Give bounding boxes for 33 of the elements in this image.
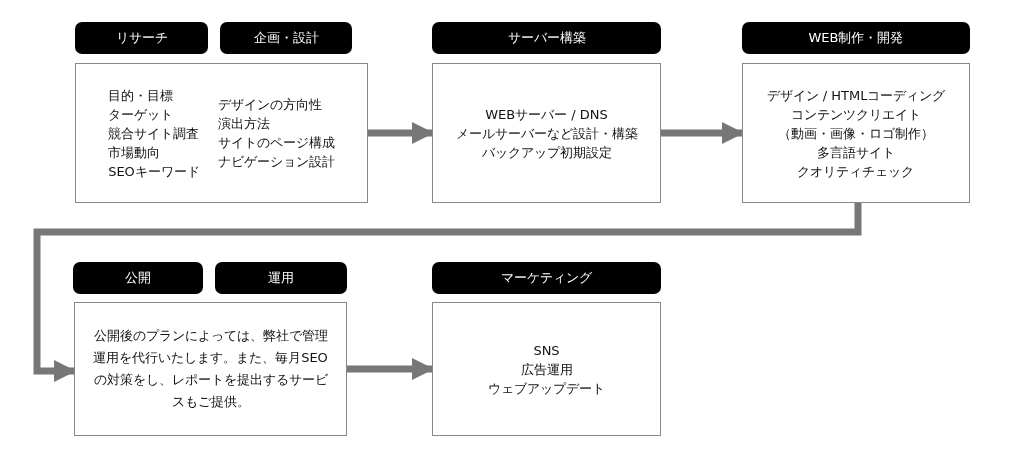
step-heading: マーケティング <box>432 262 661 294</box>
process-box <box>74 302 347 436</box>
step-heading: 運用 <box>215 262 347 294</box>
list-item: 広告運用 <box>520 360 573 379</box>
list-item: 目的・目標 <box>108 86 175 105</box>
step-heading: WEB制作・開発 <box>742 22 970 54</box>
step-heading: リサーチ <box>75 22 208 54</box>
list-item: コンテンツクリエイト <box>791 105 921 124</box>
list-item: 演出方法 <box>217 115 271 133</box>
list-item: SEOキーワード <box>108 162 200 181</box>
list-item: 競合サイト調査 <box>108 124 200 143</box>
list-item: サイトのページ構成 <box>217 134 335 152</box>
process-box <box>432 63 661 203</box>
list-item: バックアップ初期設定 <box>481 143 612 162</box>
list-item: SNS <box>533 341 560 360</box>
description-text: 公開後のプランによっては、弊社で管理運用を代行いたします。また、毎月SEOの対策をし、レポートを提出するサービスもご提供。 <box>92 327 329 411</box>
list-item: メールサーバーなど設計・構築 <box>455 124 638 143</box>
process-box <box>432 302 661 436</box>
list-item: WEBサーバー / DNS <box>485 105 608 124</box>
list-item: （動画・画像・ロゴ制作） <box>778 124 934 143</box>
process-box <box>75 63 368 203</box>
list-item: ターゲット <box>108 105 175 124</box>
list-item: デザイン / HTMLコーディング <box>766 86 946 105</box>
list-item: デザインの方向性 <box>217 96 323 114</box>
list-item: 市場動向 <box>108 143 162 162</box>
step-heading: 公開 <box>73 262 203 294</box>
list-item: クオリティチェック <box>797 162 915 181</box>
process-box <box>742 63 970 203</box>
list-item: ウェブアップデート <box>488 379 605 398</box>
list-item: 多言語サイト <box>817 143 895 162</box>
list-item: ナビゲーション設計 <box>217 153 335 171</box>
step-heading: サーバー構築 <box>432 22 661 54</box>
step-heading: 企画・設計 <box>220 22 352 54</box>
